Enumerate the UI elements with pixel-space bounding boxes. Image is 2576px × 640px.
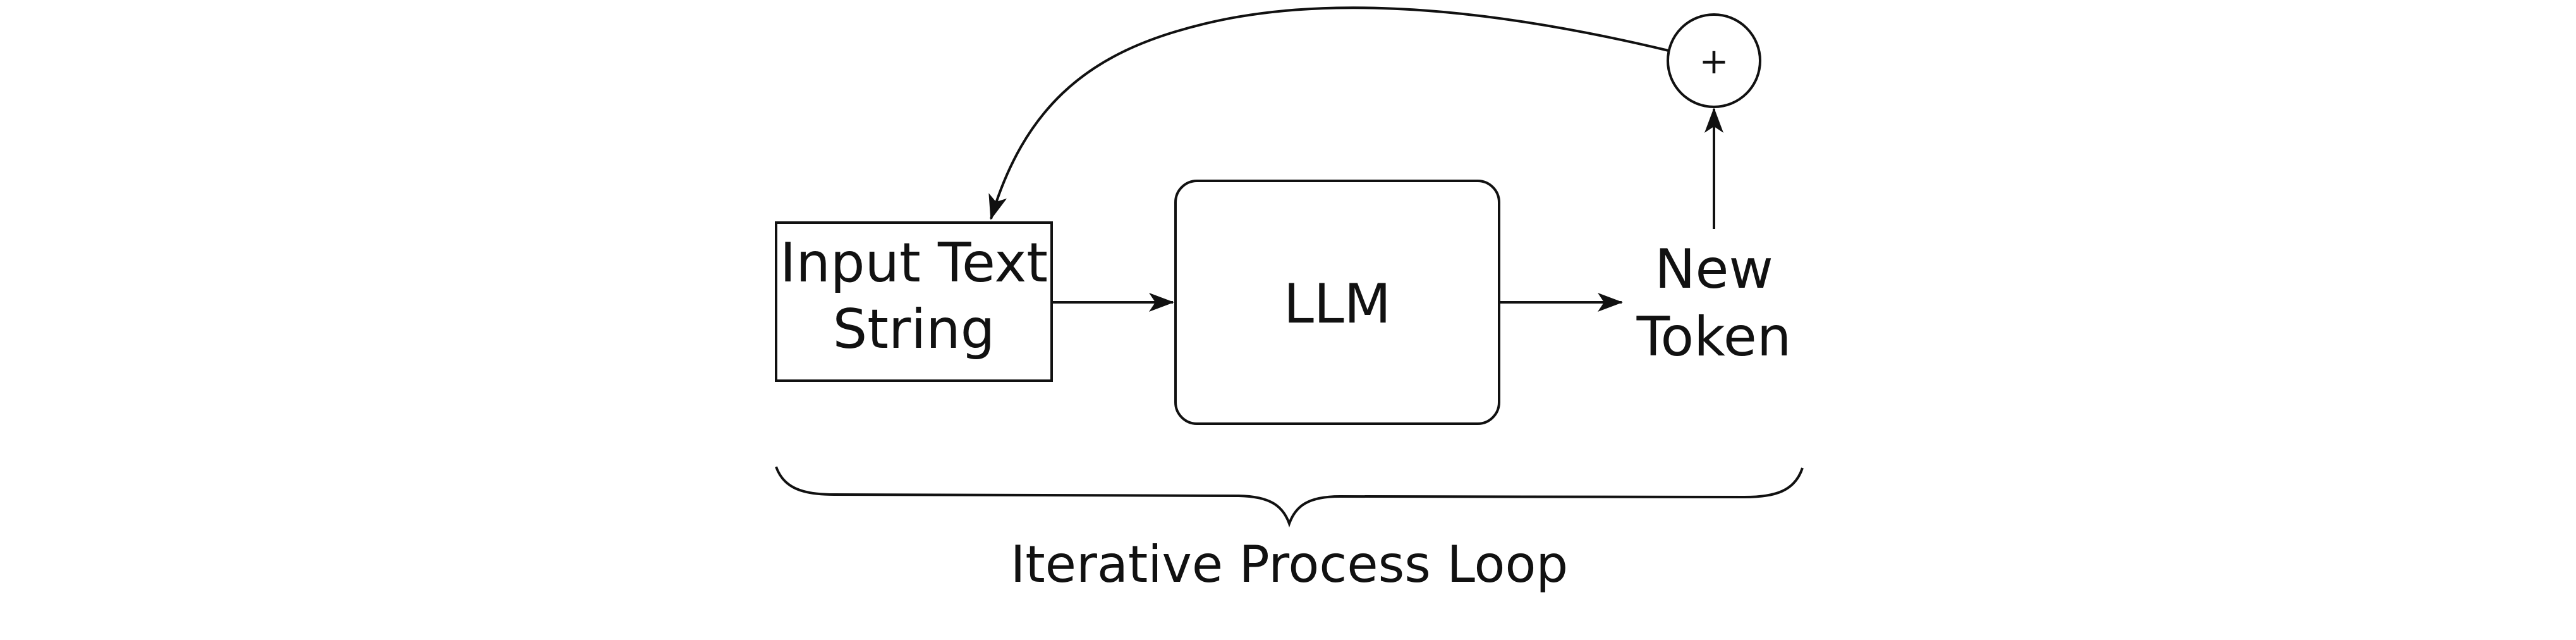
llm-node: LLM [1174, 180, 1500, 425]
add-symbol: + [1699, 41, 1729, 82]
arrow-add-to-input [988, 6, 1669, 220]
input-label-line2: String [833, 298, 995, 361]
add-circle [1667, 13, 1761, 108]
loop-label: Iterative Process Loop [1011, 535, 1568, 594]
add-node: + [1667, 13, 1761, 108]
loop-brace [775, 466, 1804, 527]
llm-label: LLM [1284, 273, 1391, 336]
token-label-line2: Token [1636, 305, 1792, 369]
token-node: New Token [1636, 238, 1792, 369]
input-node: Input Text String [775, 221, 1053, 382]
input-label-line1: Input Text [780, 231, 1048, 295]
token-label-line1: New [1655, 238, 1773, 301]
